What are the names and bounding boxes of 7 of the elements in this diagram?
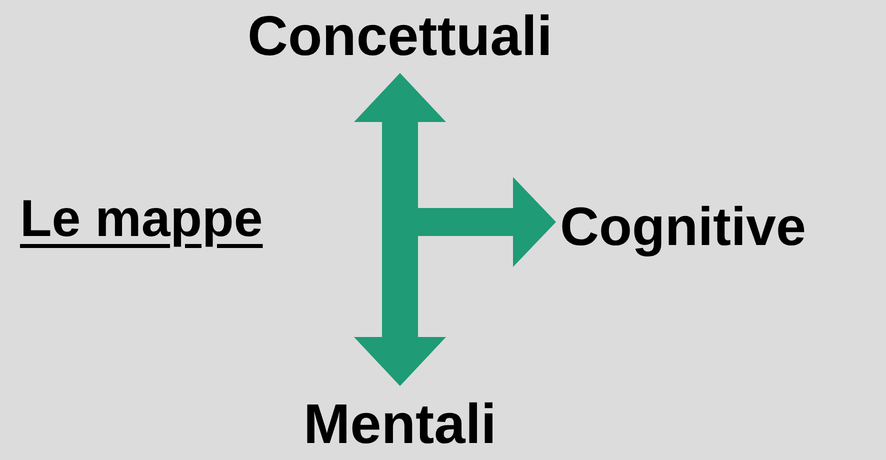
branch-label: Concettuali bbox=[205, 2, 595, 69]
branch-label: Mentali bbox=[255, 390, 545, 457]
block-arrow bbox=[354, 73, 446, 236]
branch-label: Cognitive bbox=[560, 195, 870, 260]
block-arrow bbox=[418, 177, 556, 267]
block-arrow bbox=[354, 236, 446, 386]
title-text: Le mappe bbox=[20, 188, 350, 258]
